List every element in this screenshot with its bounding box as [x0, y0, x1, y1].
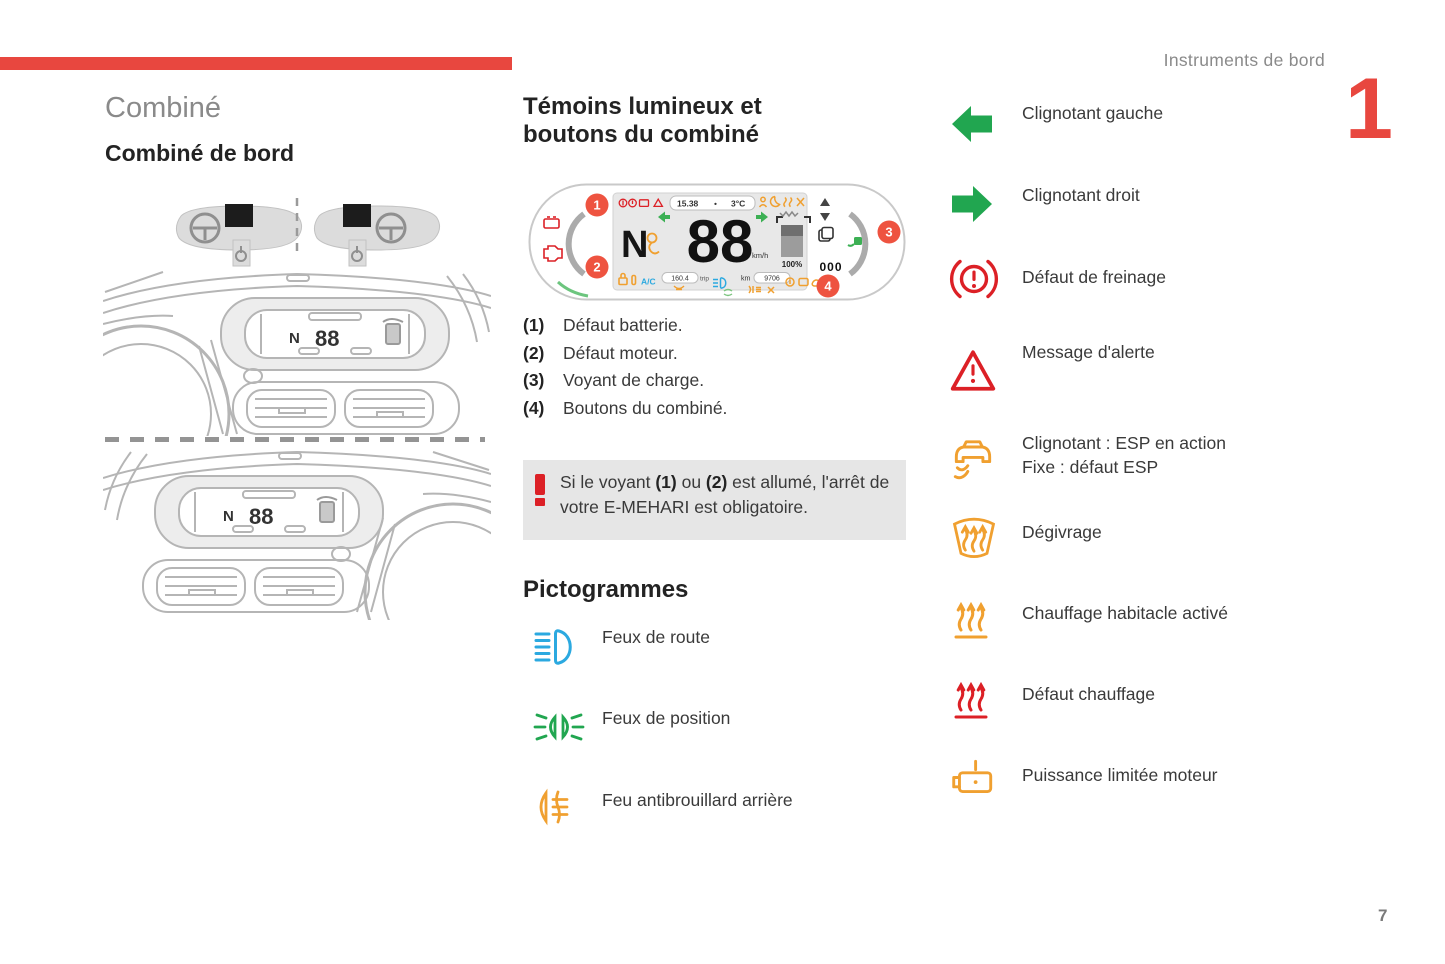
svg-text:2: 2 [593, 260, 600, 275]
battery-fault-icon [543, 216, 560, 229]
article-title: Témoins lumineux et boutons du combiné [523, 93, 762, 148]
section-title: Combiné [105, 92, 222, 124]
dashboard-illustration-rhd: N 88 [103, 450, 491, 620]
speed-unit: km/h [752, 251, 768, 260]
exclamation-icon [535, 474, 545, 506]
svg-text:1: 1 [593, 198, 600, 213]
turn-left-arrow-icon [948, 101, 996, 149]
battery-gauge: 100% [776, 210, 811, 269]
charge-telltale [847, 237, 862, 247]
indicator-label: Clignotant : ESP en action Fixe : défaut… [1022, 433, 1226, 477]
indicator-row: Puissance limitée moteur [948, 755, 1348, 819]
indicator-row: Clignotant : ESP en action Fixe : défaut… [948, 433, 1348, 499]
trip-label: trip [700, 276, 709, 283]
indicator-label: Clignotant gauche [1022, 103, 1164, 123]
indicator-label: Puissance limitée moteur [1022, 765, 1218, 785]
legend-item: (3)Voyant de charge. [523, 370, 705, 390]
indicator-label: Dégivrage [1022, 522, 1102, 542]
svg-text:3: 3 [885, 225, 892, 240]
odo-label: km [741, 276, 751, 283]
accent-bar [0, 57, 512, 70]
display-bottom-strip: A/C 160.4 trip km 9706 [618, 272, 822, 297]
rear-fog-light-icon [530, 784, 580, 830]
pictogram-label: Feu antibrouillard arrière [602, 790, 793, 810]
menu-buttons-area: 000 [818, 198, 842, 274]
motor-fault-icon [543, 245, 563, 262]
instrument-cluster-figure: 15.38 • 3°C N 88 km/h 100% A [528, 183, 906, 301]
callout-markers: 1 2 3 4 [585, 193, 901, 298]
car-topview-left [175, 204, 303, 267]
odo-value: 9706 [764, 276, 780, 283]
limited-power-icon [948, 755, 998, 801]
svg-text:N: N [223, 508, 234, 525]
turn-right-arrow-icon [948, 181, 996, 229]
indicator-label: Chauffage habitacle activé [1022, 603, 1228, 623]
svg-text:88: 88 [315, 326, 339, 351]
dashboard-lines [103, 271, 491, 436]
dashboard-illustration-lhd: N 88 [103, 198, 491, 436]
indicator-row: Message d'alerte [948, 342, 1348, 410]
esp-icon [948, 435, 998, 485]
display-warning-icons [618, 197, 664, 208]
time-temp-pill [669, 195, 756, 211]
indicator-label: Message d'alerte [1022, 342, 1155, 362]
indicator-row: Dégivrage [948, 510, 1348, 574]
cluster-legend: (1)Défaut batterie. (2)Défaut moteur. (3… [523, 312, 727, 422]
ac-label: A/C [641, 277, 656, 287]
svg-text:N: N [289, 330, 300, 347]
warning-text: Si le voyant (1) ou (2) est allumé, l'ar… [560, 472, 890, 517]
display-status-icons [758, 195, 805, 208]
right-arc [848, 211, 869, 277]
time-value: 15.38 [677, 199, 699, 209]
heating-fault-icon [948, 673, 996, 723]
svg-text:4: 4 [824, 279, 832, 294]
car-topview-right [313, 204, 441, 267]
mini-display-text: N 88 [289, 326, 339, 351]
right-turn-telltale [756, 211, 768, 223]
brake-fault-icon [948, 255, 1000, 303]
warning-box: Si le voyant (1) ou (2) est allumé, l'ar… [523, 460, 906, 540]
indicator-row: Chauffage habitacle activé [948, 593, 1348, 657]
charging-plug-icon [646, 232, 660, 255]
page-number: 7 [1378, 906, 1388, 925]
indicator-label: Défaut chauffage [1022, 684, 1155, 704]
mini-display-text: N 88 [223, 504, 273, 529]
section-subtitle: Combiné de bord [105, 140, 295, 166]
warning-triangle-icon [948, 346, 998, 396]
chapter-number: 1 [1345, 61, 1393, 157]
temperature-value: 3°C [731, 199, 745, 209]
pictogram-row: Feux de route [528, 626, 908, 686]
indicator-row: Clignotant droit [948, 181, 1348, 245]
illustration-separator [105, 437, 485, 442]
pictogram-label: Feux de position [602, 708, 731, 728]
indicator-row: Défaut de freinage [948, 255, 1348, 319]
buttons-value: 000 [819, 260, 842, 274]
running-header: Instruments de bord [1163, 50, 1325, 70]
indicator-row: Défaut chauffage [948, 673, 1348, 737]
pictogram-label: Feux de route [602, 627, 710, 647]
legend-item: (2)Défaut moteur. [523, 342, 678, 363]
indicator-label: Clignotant droit [1022, 185, 1140, 205]
legend-item: (1)Défaut batterie. [523, 315, 683, 335]
indicator-row: Clignotant gauche [948, 101, 1348, 165]
legend-item: (4)Boutons du combiné. [523, 397, 728, 418]
defrost-icon [948, 510, 1000, 562]
battery-level: 100% [782, 260, 802, 269]
left-arc [565, 211, 586, 277]
left-turn-telltale [658, 211, 670, 223]
pictogram-row: Feu antibrouillard arrière [528, 784, 908, 844]
trip-value: 160.4 [671, 276, 689, 283]
svg-text:88: 88 [249, 504, 273, 529]
cabin-heating-icon [948, 593, 996, 643]
high-beam-icon [530, 626, 580, 668]
pictograms-title: Pictogrammes [523, 576, 689, 603]
indicator-label: Défaut de freinage [1022, 267, 1166, 287]
separator-dot: • [714, 199, 717, 209]
dashboard-lines [103, 450, 491, 620]
pictogram-row: Feux de position [528, 706, 908, 766]
green-edge-accent [556, 280, 589, 298]
speed-value: 88 [687, 208, 754, 275]
position-lights-icon [530, 706, 588, 748]
gear-indicator: N [621, 224, 648, 266]
